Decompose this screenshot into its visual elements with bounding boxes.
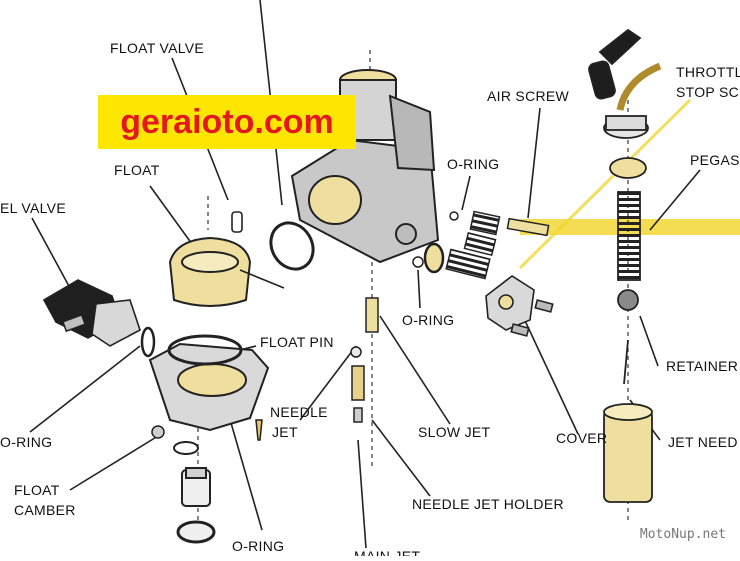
drain-screw (151, 425, 165, 439)
small-o-ring (412, 256, 424, 268)
site-banner: geraioto.com (98, 95, 356, 149)
cover-part (485, 275, 554, 337)
label-float-chamber-line1: FLOAT (14, 482, 60, 498)
label-needle-jet-holder: NEEDLE JET HOLDER (412, 496, 564, 512)
drain-parts (176, 467, 216, 544)
label-retainer: RETAINER (666, 358, 739, 374)
label-o-ring-mid: O-RING (402, 312, 455, 328)
air-screw-part (445, 210, 550, 280)
label-needle-line1: NEEDLE (270, 404, 328, 420)
fuel-valve-part (42, 279, 141, 347)
label-slow-jet: SLOW JET (418, 424, 491, 440)
float-valve-part (231, 211, 285, 289)
float-part (168, 236, 252, 307)
label-throttle-line1: THROTTL (676, 64, 740, 80)
throttle-assembly (588, 28, 662, 503)
label-float: FLOAT (114, 162, 160, 178)
chamber-top-o-ring (173, 441, 199, 455)
label-o-ring-left: O-RING (0, 434, 53, 450)
highlight-diagonal (518, 98, 692, 270)
label-throttle-line2: STOP SC (676, 84, 740, 100)
throttle-o-ring (423, 242, 445, 274)
label-pegas: PEGAS (690, 152, 740, 168)
site-banner-text: geraioto.com (120, 103, 334, 141)
label-cover: COVER (556, 430, 608, 446)
carburetor-body (290, 69, 440, 264)
label-o-ring-bottom: O-RING (232, 538, 285, 554)
jet-stack (350, 297, 379, 423)
label-float-chamber-line2: CAMBER (14, 502, 76, 518)
label-jet-needle: JET NEED (668, 434, 738, 450)
fuel-valve-o-ring (140, 326, 156, 358)
needle-jet-part (255, 419, 263, 441)
label-o-ring-top: O-RING (447, 156, 500, 172)
label-fuel-valve: EL VALVE (0, 200, 66, 216)
watermark: MotoNup.net (639, 527, 726, 542)
label-air-screw: AIR SCREW (487, 88, 570, 104)
label-needle-line2: JET (272, 424, 298, 440)
label-float-valve: FLOAT VALVE (110, 40, 205, 56)
float-chamber-part (148, 334, 270, 432)
label-float-pin: FLOAT PIN (260, 334, 334, 350)
body-o-ring (269, 221, 315, 271)
label-main-jet: MAIN JET (354, 548, 421, 556)
